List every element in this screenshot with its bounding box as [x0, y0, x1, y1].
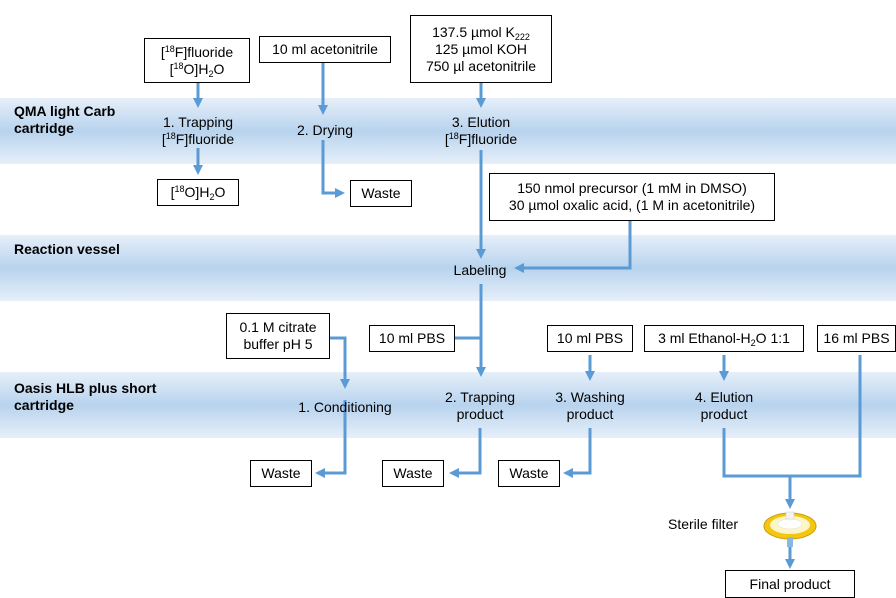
waste2-text: Waste — [393, 465, 433, 481]
pbs-trap-box: 10 ml PBS — [369, 325, 455, 352]
elu-f: F] — [458, 131, 472, 147]
drying-text: 2. Drying — [296, 122, 354, 138]
koh-text: 125 µmol KOH — [434, 40, 528, 57]
arrow-precursor-to-labeling — [514, 221, 632, 273]
sterile-filter-icon — [763, 511, 817, 547]
oasis-label: Oasis HLB plus short cartridge — [14, 380, 156, 414]
waste-washing-box: Waste — [498, 460, 560, 487]
trapping-step-title: 1. Trapping — [162, 114, 234, 130]
k222-text: 137.5 µmol K — [432, 23, 515, 40]
fluoride-text: fluoride — [187, 43, 234, 60]
ethanol-box: 3 ml Ethanol-H2O 1:1 — [644, 325, 804, 352]
precursor-box: 150 nmol precursor (1 mM in DMSO) 30 µmo… — [489, 173, 775, 221]
ethanol-ratio: O 1:1 — [755, 330, 790, 346]
wout-text: O]H — [184, 184, 210, 200]
oasis-label-text: Oasis HLB plus short cartridge — [14, 380, 157, 413]
washing-product-line1: 3. Washing — [555, 389, 625, 405]
water-o: O — [213, 60, 225, 77]
trap-bracket: [ — [161, 131, 166, 147]
pbs16-text: 16 ml PBS — [823, 330, 890, 346]
oxalic-text: 30 µmol oxalic acid, (1 M in acetonitril… — [508, 197, 756, 213]
waste-conditioning-box: Waste — [250, 460, 312, 487]
ethanol-sub: 2 — [750, 338, 756, 348]
o18-isotope: 18 — [173, 60, 184, 71]
eluent-box: 137.5 µmol K222 125 µmol KOH 750 µl acet… — [410, 15, 552, 83]
citrate-line2: buffer pH 5 — [243, 336, 313, 352]
acetonitrile-text: 10 ml acetonitrile — [272, 41, 378, 57]
labeling-text: Labeling — [453, 262, 507, 278]
drying-step: 2. Drying — [290, 122, 360, 139]
waste-drying-text: Waste — [361, 185, 401, 201]
sterile-filter-label: Sterile filter — [668, 516, 738, 533]
trapping-step: 1. Trapping [18F]fluoride — [148, 114, 248, 148]
water-sub: 2 — [208, 68, 214, 79]
trapping-product-line2: product — [456, 406, 504, 422]
oasis-band — [0, 372, 896, 438]
ethanol-text: 3 ml Ethanol-H — [658, 330, 751, 346]
f18-isotope: 18 — [164, 43, 175, 54]
final-product-box: Final product — [725, 570, 855, 598]
arrow-citrate-to-conditioning — [330, 336, 350, 389]
sterile-filter-text: Sterile filter — [668, 516, 739, 532]
precursor-text: 150 nmol precursor (1 mM in DMSO) — [517, 180, 747, 196]
pbs-wash-text: 10 ml PBS — [556, 330, 624, 346]
acn750-text: 750 µl acetonitrile — [425, 57, 537, 74]
elu-f18: 18 — [448, 131, 459, 141]
trapping-product-step: 2. Trapping product — [430, 389, 530, 423]
wout-bracket: [ — [170, 184, 175, 200]
citrate-box: 0.1 M citrate buffer pH 5 — [226, 313, 330, 359]
trap-fluoride: fluoride — [188, 131, 235, 147]
reaction-band — [0, 235, 896, 301]
elution-product-step: 4. Elution product — [674, 389, 774, 423]
arrow-drying-to-waste — [321, 140, 345, 198]
k222-sub: 222 — [514, 31, 530, 42]
fluoride-input-box: [18F]fluoride [18O]H2O — [144, 38, 250, 83]
elution-step: 3. Elution [18F]fluoride — [431, 114, 531, 148]
waste-drying-box: Waste — [350, 180, 412, 207]
elu-fluoride: fluoride — [471, 131, 518, 147]
wout-o18: 18 — [174, 184, 185, 194]
water-output-box: [18O]H2O — [157, 179, 239, 206]
fluoride-bracket-open: [ — [160, 43, 165, 60]
reaction-label: Reaction vessel — [14, 241, 120, 258]
waste-trapping-box: Waste — [382, 460, 444, 487]
citrate-line1: 0.1 M citrate — [239, 319, 317, 335]
waste3-text: Waste — [509, 465, 549, 481]
qma-label-text: QMA light Carb cartridge — [14, 103, 116, 136]
wout-sub: 2 — [209, 192, 215, 202]
elution-product-line1: 4. Elution — [694, 389, 754, 405]
trapping-product-line1: 2. Trapping — [444, 389, 516, 405]
reaction-label-text: Reaction vessel — [14, 241, 120, 257]
elution-step-title: 3. Elution — [451, 114, 511, 130]
pbs16-box: 16 ml PBS — [817, 325, 896, 352]
trap-f: F] — [175, 131, 189, 147]
conditioning-text: 1. Conditioning — [298, 399, 392, 415]
qma-label: QMA light Carb cartridge — [14, 103, 115, 137]
elution-product-line2: product — [700, 406, 748, 422]
arrow-elution-to-filter — [722, 355, 862, 478]
arrow-conditioning-to-waste — [315, 400, 347, 478]
fluoride-bracket-close: F] — [174, 43, 188, 60]
wout-o: O — [214, 184, 226, 200]
acetonitrile-box: 10 ml acetonitrile — [259, 36, 391, 63]
labeling-step: Labeling — [445, 262, 515, 279]
final-product-text: Final product — [749, 575, 831, 592]
arrow-washing-to-waste — [563, 428, 592, 478]
water-text: O]H — [183, 60, 209, 77]
trap-f18: 18 — [165, 131, 176, 141]
elu-bracket: [ — [444, 131, 449, 147]
waste1-text: Waste — [261, 465, 301, 481]
pbs-trap-text: 10 ml PBS — [378, 330, 446, 346]
water-bracket: [ — [169, 60, 174, 77]
conditioning-step: 1. Conditioning — [280, 399, 410, 416]
arrow-trapping-to-waste — [449, 428, 482, 478]
washing-product-line2: product — [566, 406, 614, 422]
washing-product-step: 3. Washing product — [540, 389, 640, 423]
qma-band — [0, 98, 896, 164]
pbs-wash-box: 10 ml PBS — [547, 325, 633, 352]
